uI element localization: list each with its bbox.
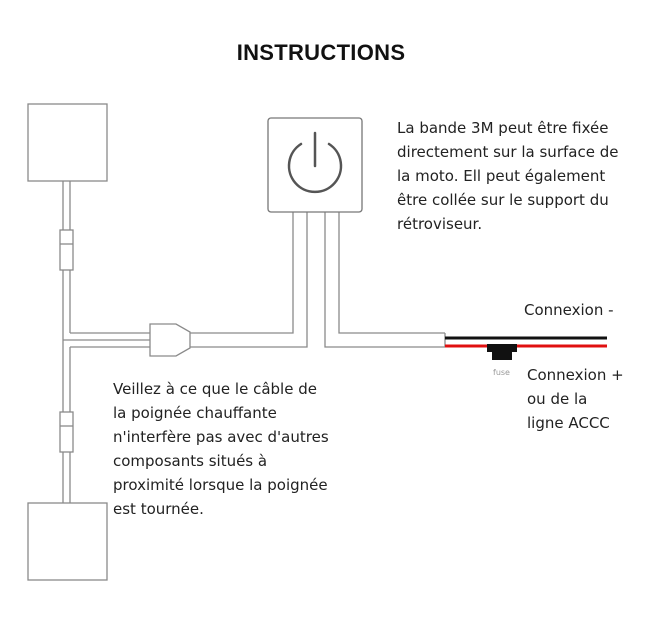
note-line: n'interfère pas avec d'autres [113, 428, 329, 446]
note-line: Veillez à ce que le câble de [113, 380, 317, 398]
fuse-label: fuse [493, 368, 510, 377]
note-line: rétroviseur. [397, 215, 483, 233]
connector-top [59, 229, 74, 271]
note-line: directement sur la surface de [397, 143, 619, 161]
heated-grip-top [27, 103, 108, 182]
note-cable: Veillez à ce que le câble de la poignée … [113, 377, 329, 521]
power-icon [287, 131, 343, 194]
note-mounting: La bande 3M peut être fixée directement … [397, 116, 618, 236]
y-splitter [149, 323, 191, 357]
heated-grip-bottom [27, 502, 108, 581]
label-line: ligne ACCC [527, 414, 610, 432]
connexion-plus-label: Connexion + ou de la ligne ACCC [527, 363, 624, 435]
note-line: la poignée chauffante [113, 404, 277, 422]
switch-box[interactable] [267, 117, 363, 213]
label-line: ou de la [527, 390, 588, 408]
page-title: INSTRUCTIONS [236, 40, 406, 65]
note-line: La bande 3M peut être fixée [397, 119, 609, 137]
label-line: Connexion + [527, 366, 624, 384]
note-line: proximité lorsque la poignée [113, 476, 328, 494]
connexion-minus-label: Connexion - [524, 301, 614, 319]
note-line: est tournée. [113, 500, 204, 518]
note-line: la moto. Ell peut également [397, 167, 606, 185]
note-line: composants situés à [113, 452, 268, 470]
fuse-icon [487, 344, 517, 360]
note-line: être collée sur le support du [397, 191, 609, 209]
connector-bottom [59, 411, 74, 453]
